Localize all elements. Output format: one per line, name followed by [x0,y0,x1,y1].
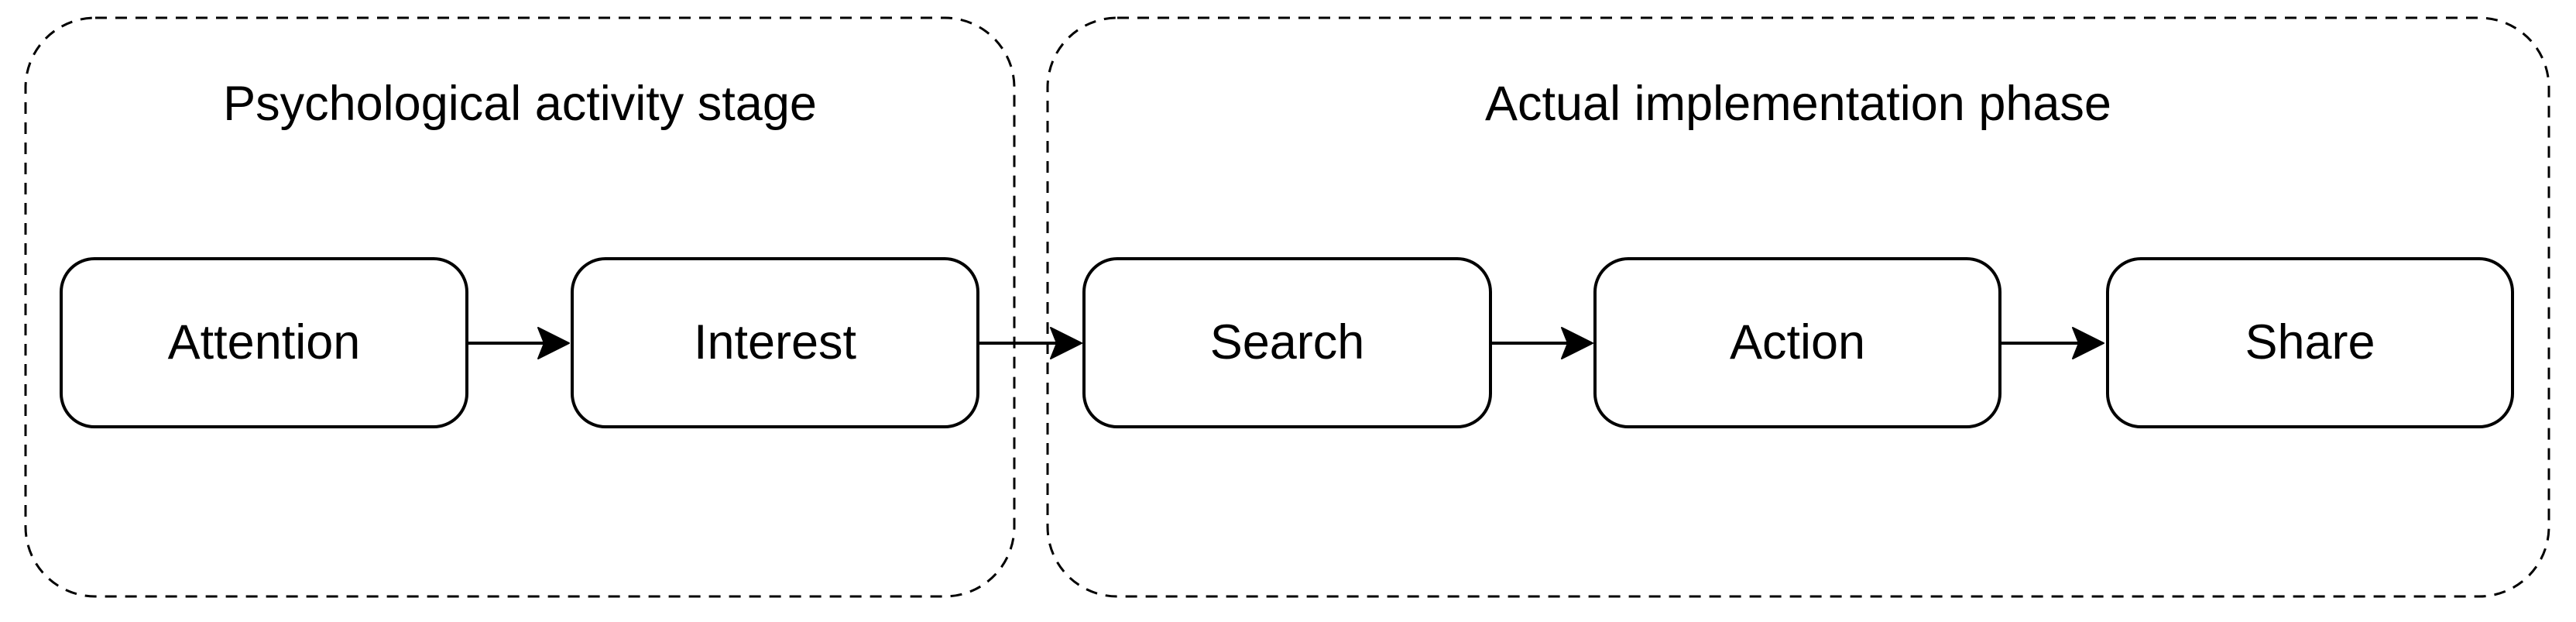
arrowhead-icon [1050,327,1082,359]
arrow-interest-to-search [979,327,1082,359]
node-action: Action [1593,257,2001,428]
arrowhead-icon [537,327,570,359]
group-title-psychological-activity-stage: Psychological activity stage [223,77,817,131]
node-interest: Interest [571,257,979,428]
arrowhead-icon [1561,327,1593,359]
node-search: Search [1082,257,1492,428]
arrow-action-to-share [2001,327,2104,359]
arrowhead-icon [2072,327,2104,359]
group-title-actual-implementation-phase: Actual implementation phase [1485,77,2111,131]
node-share: Share [2106,257,2514,428]
implementation-phase-container-border [1046,16,2550,598]
psychological-stage-container-border [24,16,1016,598]
arrow-attention-to-interest [468,327,570,359]
node-attention: Attention [60,257,468,428]
arrow-search-to-action [1492,327,1593,359]
